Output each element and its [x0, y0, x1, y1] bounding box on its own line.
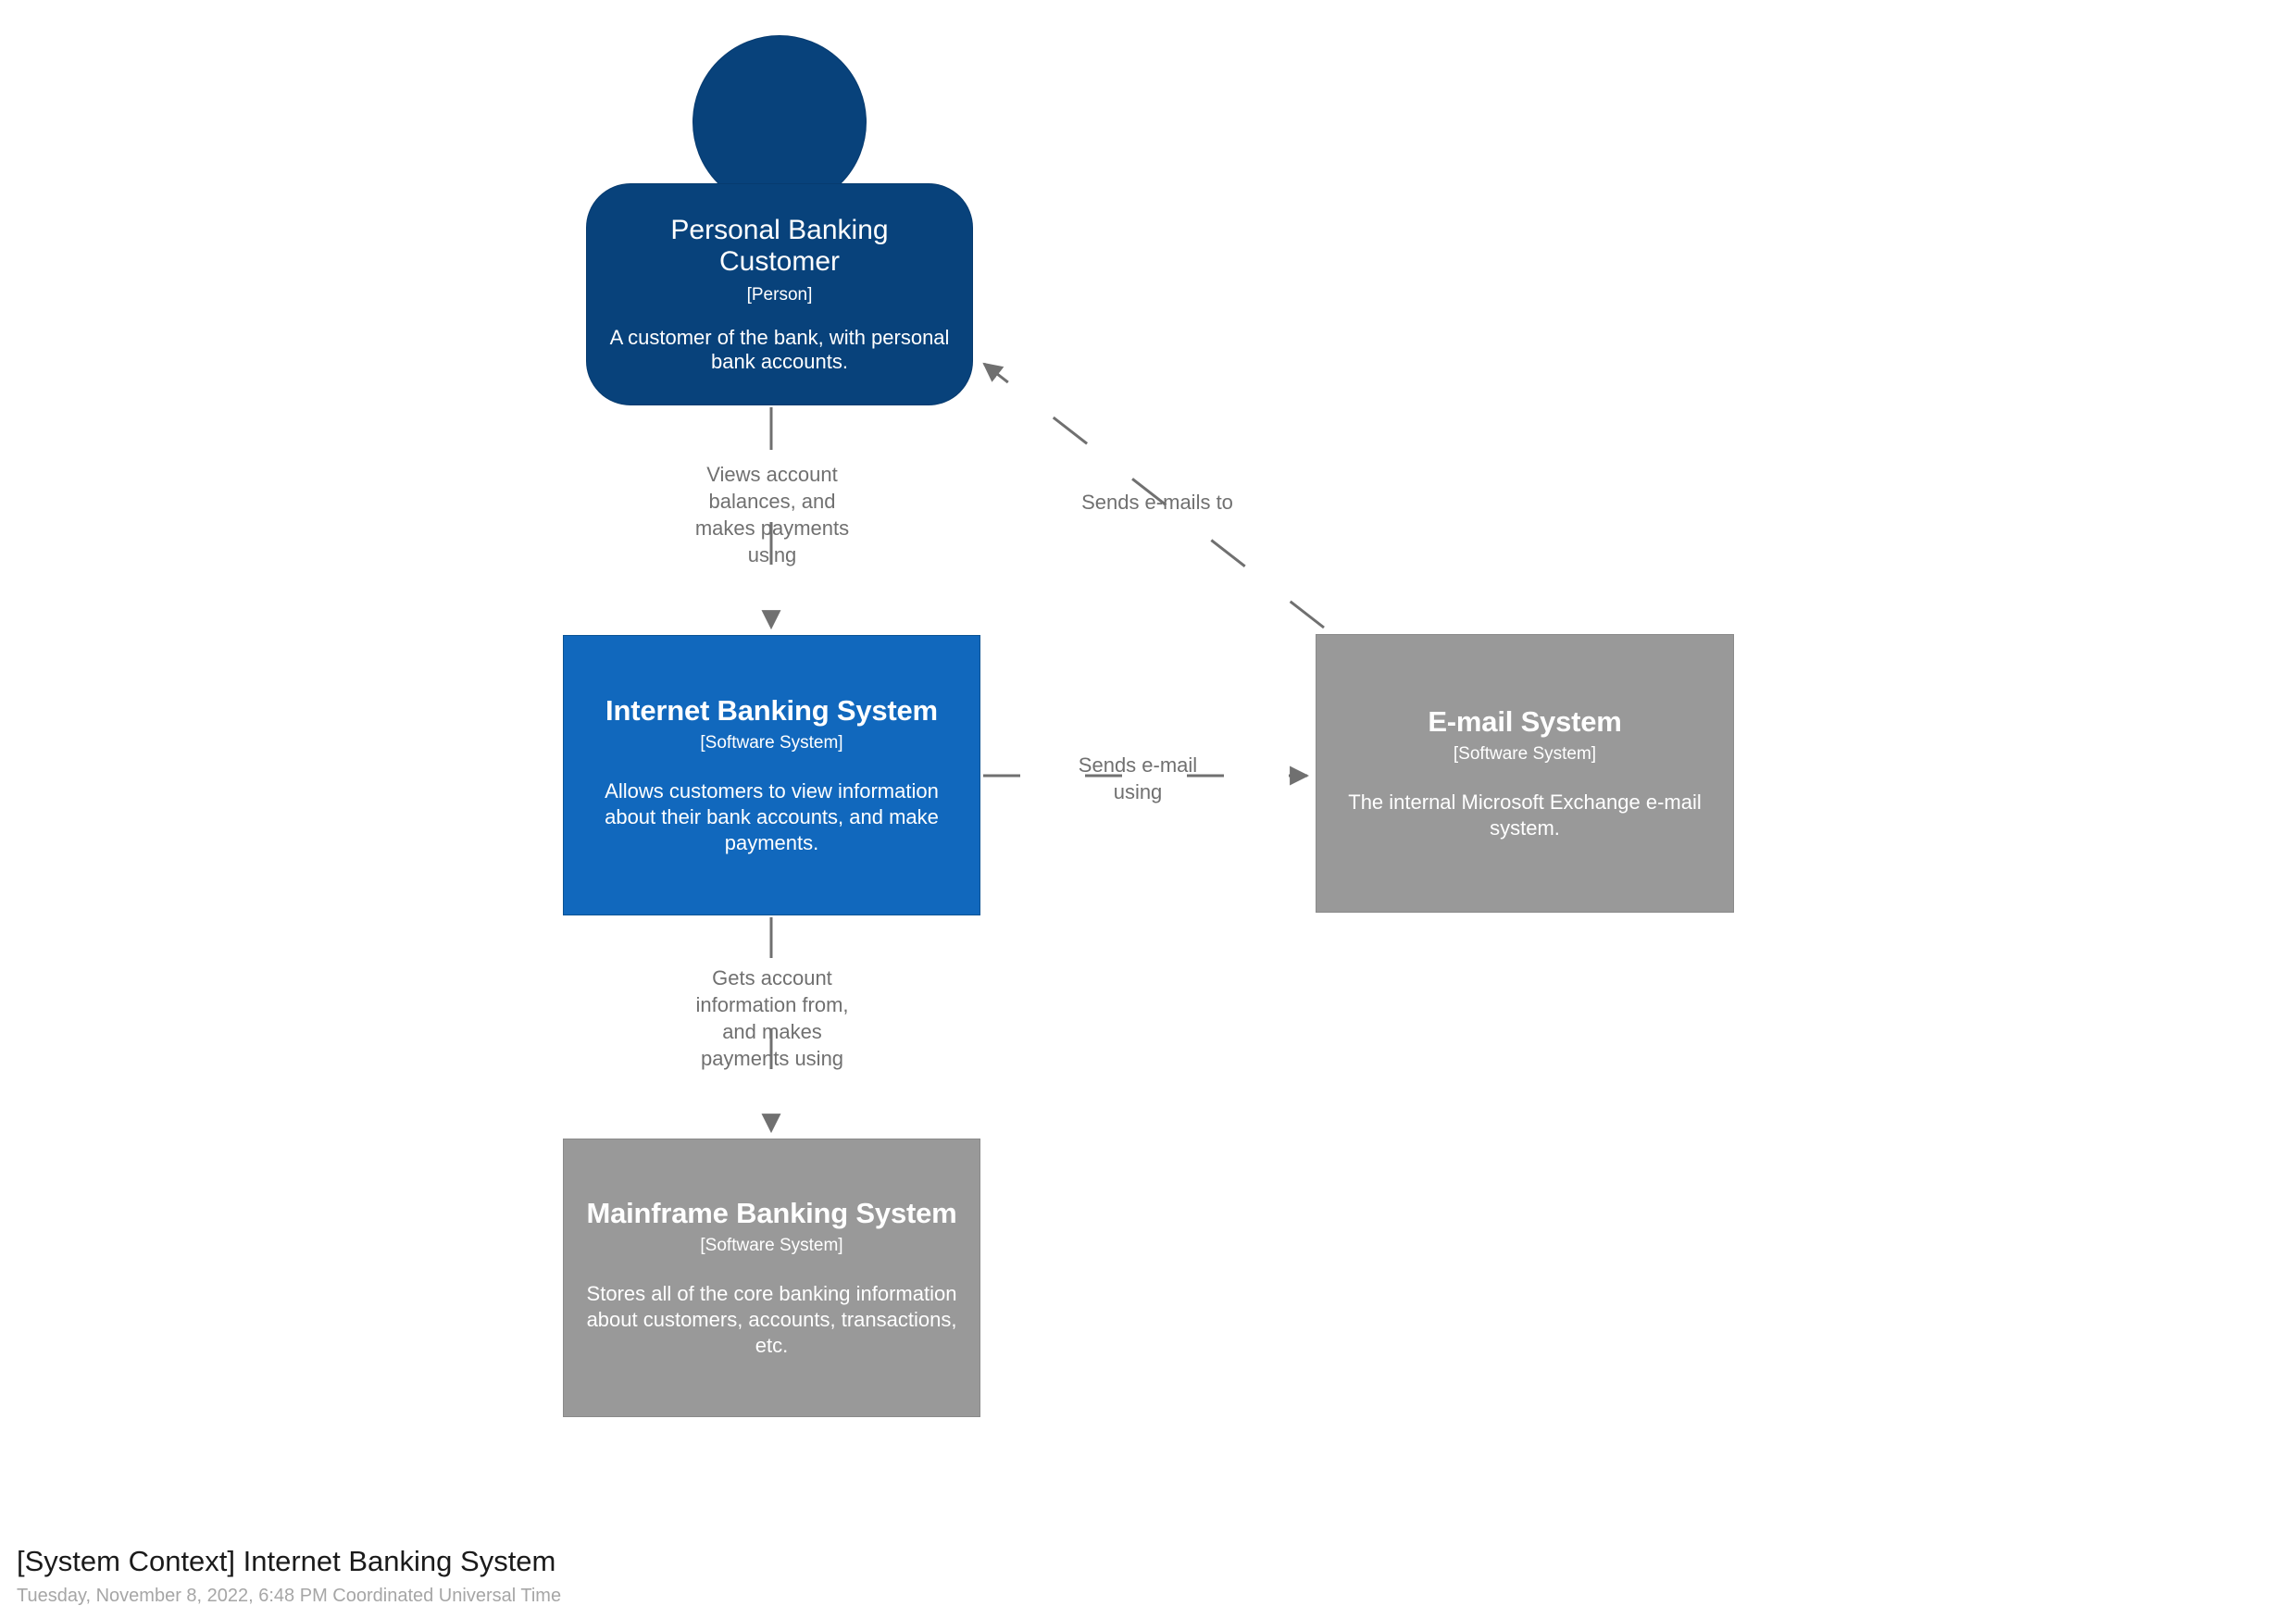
person-head-icon [693, 35, 867, 209]
diagram-footer: [System Context] Internet Banking System… [17, 1544, 561, 1608]
element-personal-banking-customer[interactable]: Personal Banking Customer [Person] A cus… [586, 35, 973, 405]
element-name: Internet Banking System [605, 693, 938, 727]
relationship-label-email-to-customer: Sends e-mails to [1081, 491, 1233, 514]
element-type: [Person] [746, 285, 813, 305]
element-email-system[interactable]: E-mail System [Software System] The inte… [1316, 634, 1734, 913]
element-description: The internal Microsoft Exchange e-mail s… [1348, 790, 1702, 840]
element-description: A customer of the bank, with personal ba… [609, 326, 950, 373]
element-description: Stores all of the core banking informati… [586, 1281, 957, 1358]
element-internet-banking-system[interactable]: Internet Banking System [Software System… [563, 635, 980, 915]
relationship-label-internet-banking-to-email: Sends e-mail using [1078, 753, 1198, 804]
element-type: [Software System] [700, 1236, 843, 1255]
diagram-timestamp: Tuesday, November 8, 2022, 6:48 PM Coord… [17, 1586, 562, 1607]
person-body: Personal Banking Customer [Person] A cus… [586, 183, 973, 405]
element-name: E-mail System [1428, 704, 1622, 738]
element-mainframe-banking-system[interactable]: Mainframe Banking System [Software Syste… [563, 1139, 980, 1417]
element-name: Mainframe Banking System [586, 1196, 957, 1229]
relationship-label-customer-to-internet-banking: Views account balances, and makes paymen… [694, 463, 850, 567]
element-name: Personal Banking Customer [670, 215, 889, 277]
diagram-title: [System Context] Internet Banking System [17, 1545, 556, 1577]
element-type: [Software System] [1453, 744, 1597, 765]
element-type: [Software System] [700, 733, 843, 753]
element-description: Allows customers to view information abo… [605, 778, 939, 855]
relationship-label-internet-banking-to-mainframe: Gets account information from, and makes… [695, 966, 849, 1071]
